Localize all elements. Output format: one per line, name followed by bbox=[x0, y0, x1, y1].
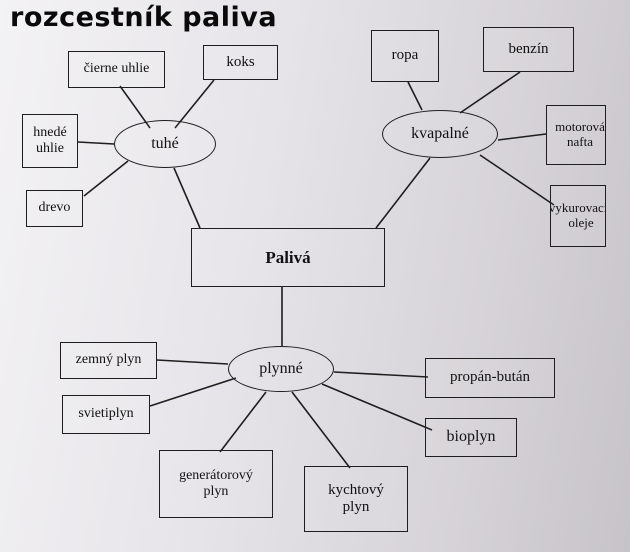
line-kvapalne-nafta bbox=[497, 133, 547, 141]
line-kvapalne-oleje bbox=[479, 154, 555, 206]
line-plynne-zemny bbox=[156, 359, 229, 365]
line-tuhe-hnede bbox=[77, 141, 115, 145]
hub-plynne: plynné bbox=[228, 346, 334, 392]
node-ropa: ropa bbox=[371, 30, 439, 82]
node-motorova-nafta: motorová nafta bbox=[546, 105, 606, 165]
node-generatorovy-plyn: generátorový plyn bbox=[159, 450, 273, 518]
node-koks: koks bbox=[203, 45, 278, 80]
node-propan-butan: propán-bután bbox=[425, 358, 555, 398]
line-plynne-svieti bbox=[149, 377, 237, 407]
node-zemny-plyn: zemný plyn bbox=[60, 342, 157, 379]
line-palivá-tuhe bbox=[173, 167, 201, 229]
line-palivá-kvapalne bbox=[375, 157, 431, 229]
hub-tuhe: tuhé bbox=[114, 120, 216, 168]
line-kvapalne-ropa bbox=[407, 81, 423, 111]
line-plynne-kychta bbox=[291, 391, 351, 469]
hub-kvapalne: kvapalné bbox=[382, 110, 498, 158]
line-plynne-bio bbox=[321, 383, 433, 431]
node-hnede-uhlie: hnedé uhlie bbox=[22, 114, 78, 168]
line-tuhe-koks bbox=[174, 79, 215, 129]
diagram-title: rozcestník paliva bbox=[10, 2, 278, 33]
line-plynne-generator bbox=[219, 391, 267, 453]
line-kvapalne-benzin bbox=[459, 71, 521, 114]
node-drevo: drevo bbox=[26, 190, 83, 227]
node-bioplyn: bioplyn bbox=[425, 418, 517, 457]
node-benzin: benzín bbox=[483, 27, 574, 72]
node-paliva: Palivá bbox=[191, 228, 385, 287]
node-vykurovacie-oleje: vykurovacie oleje bbox=[550, 185, 606, 247]
node-svietiplyn: svietiplyn bbox=[62, 395, 150, 434]
line-plynne-propan bbox=[333, 371, 429, 378]
line-tuhe-drevo bbox=[83, 160, 129, 197]
node-kychtovy-plyn: kychtový plyn bbox=[304, 466, 408, 532]
node-ciernie-uhlie: čierne uhlie bbox=[68, 51, 165, 88]
